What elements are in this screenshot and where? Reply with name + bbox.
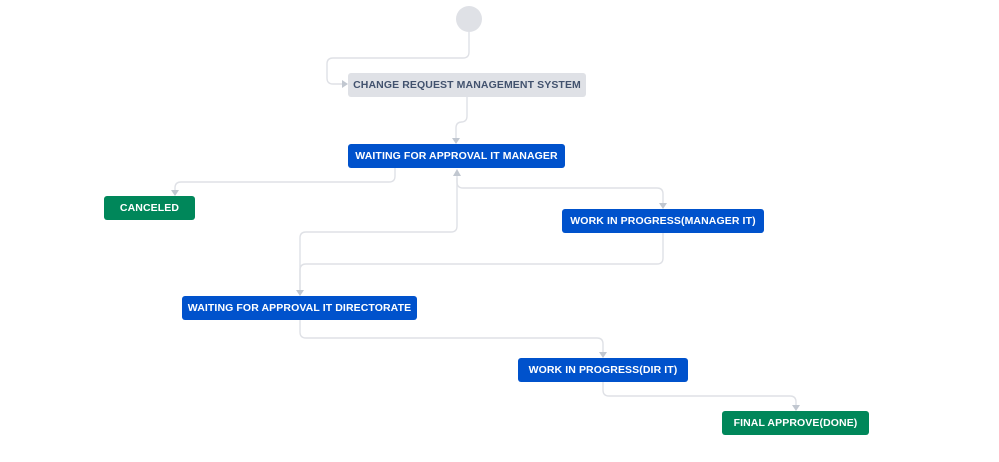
status-waiting-for-approval-it-manager[interactable]: WAITING FOR APPROVAL IT MANAGER <box>348 144 565 168</box>
status-work-in-progress-manager-it[interactable]: WORK IN PROGRESS(MANAGER IT) <box>562 209 764 233</box>
transition-wip-dir-to-final-approve <box>602 382 797 406</box>
status-label: WAITING FOR APPROVAL IT DIRECTORATE <box>187 302 412 314</box>
status-label: WORK IN PROGRESS(MANAGER IT) <box>570 215 756 227</box>
status-canceled[interactable]: CANCELED <box>104 196 195 220</box>
status-label: WORK IN PROGRESS(DIR IT) <box>528 364 678 376</box>
status-label: WAITING FOR APPROVAL IT MANAGER <box>355 150 558 162</box>
transition-waiting-directorate-to-waiting-manager <box>299 175 458 291</box>
status-label: FINAL APPROVE(DONE) <box>733 417 858 429</box>
transition-waiting-directorate-to-wip-dir <box>299 320 604 353</box>
transition-wip-manager-to-waiting-directorate <box>299 233 664 291</box>
start-node <box>456 6 482 32</box>
status-waiting-for-approval-it-directorate[interactable]: WAITING FOR APPROVAL IT DIRECTORATE <box>182 296 417 320</box>
transition-waiting-manager-to-wip-manager <box>456 178 664 205</box>
transition-change-request-to-waiting-manager <box>455 96 468 139</box>
status-work-in-progress-dir-it[interactable]: WORK IN PROGRESS(DIR IT) <box>518 358 688 382</box>
transition-waiting-manager-to-canceled <box>174 168 396 191</box>
status-final-approve-done[interactable]: FINAL APPROVE(DONE) <box>722 411 869 435</box>
arrow-icon <box>453 169 461 176</box>
status-label: CANCELED <box>119 202 180 214</box>
status-change-request-management-system[interactable]: CHANGE REQUEST MANAGEMENT SYSTEM <box>348 73 586 97</box>
status-label: CHANGE REQUEST MANAGEMENT SYSTEM <box>353 79 581 91</box>
